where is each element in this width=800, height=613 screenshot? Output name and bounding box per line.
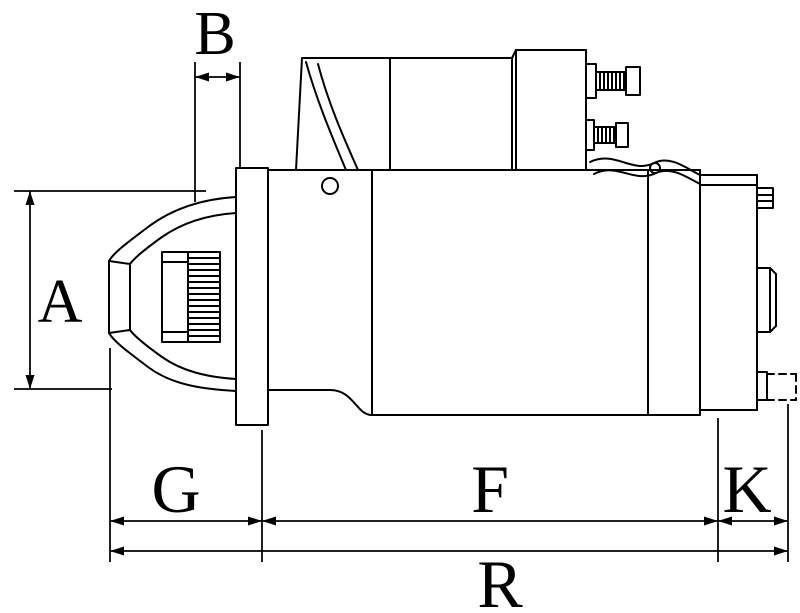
cable-bracket-eyelet — [649, 162, 661, 174]
dimension-a — [14, 190, 206, 390]
end-cap-top-stud — [756, 187, 774, 209]
dimension-gfk-row — [110, 516, 788, 526]
dim-k-arrow-right — [774, 516, 788, 526]
pinion-gear-body — [187, 251, 221, 343]
mounting-flange — [235, 167, 269, 426]
yoke-inner-contour — [129, 212, 237, 380]
dim-b-arrow-right — [226, 72, 240, 82]
dim-f-arrow-left — [262, 516, 276, 526]
dimension-extensions-bottom — [109, 348, 789, 562]
end-cap-bottom-stud — [756, 371, 768, 401]
dimension-r-row — [110, 546, 788, 556]
dim-g-arrow-left — [110, 516, 124, 526]
dimension-lines — [14, 62, 789, 562]
dimension-labels: B A G F K R — [38, 0, 772, 613]
dimension-k-label: K — [722, 451, 771, 527]
pinion-gear — [187, 251, 221, 343]
upper-terminal-base — [585, 63, 597, 99]
lower-terminal-threads — [597, 126, 615, 144]
upper-terminal-threads — [599, 71, 625, 91]
nose-curve-1 — [305, 61, 347, 171]
drive-end-housing — [108, 196, 237, 392]
dimension-g-label: G — [151, 451, 200, 527]
dim-f-arrow-right — [704, 516, 718, 526]
solenoid — [389, 49, 587, 171]
lower-terminal-base — [585, 119, 595, 151]
body-hole — [321, 177, 339, 195]
yoke-outer-contour — [108, 196, 237, 392]
dimension-b — [194, 62, 241, 202]
nose-tower-left-edge — [295, 57, 303, 171]
dim-a-arrow-bottom — [25, 375, 35, 389]
pinion-gear-teeth-hatch — [187, 257, 221, 337]
dimension-b-label: B — [194, 0, 235, 68]
dim-r-arrow-left — [110, 546, 124, 556]
lower-terminal-nut — [615, 122, 629, 148]
yoke-lug-bottom-line — [108, 329, 131, 334]
end-cap — [699, 174, 797, 411]
end-cap-mid-boss — [756, 267, 777, 333]
yoke-lug-top-line — [108, 260, 131, 265]
body-bottom-edge — [267, 389, 701, 416]
cable-bracket-upper-line — [589, 157, 701, 176]
dim-k-arrow-left — [718, 516, 732, 526]
dimension-f-label: F — [471, 451, 509, 527]
end-cap-top-stud-lines — [756, 194, 774, 202]
dim-b-arrow-left — [195, 72, 209, 82]
motor-body — [267, 57, 701, 416]
pinion-shaft-box — [161, 251, 189, 343]
upper-terminal-nut — [625, 66, 641, 96]
terminal-bolts — [585, 63, 701, 185]
dim-g-arrow-right — [248, 516, 262, 526]
nose-curve-2 — [317, 63, 359, 171]
dim-a-arrow-top — [25, 191, 35, 205]
dimension-a-label: A — [38, 268, 83, 336]
motor-outline — [108, 49, 797, 426]
dim-r-arrow-right — [774, 546, 788, 556]
dimension-r-label: R — [477, 546, 523, 613]
pinion-shaft-step-lines — [161, 261, 189, 333]
